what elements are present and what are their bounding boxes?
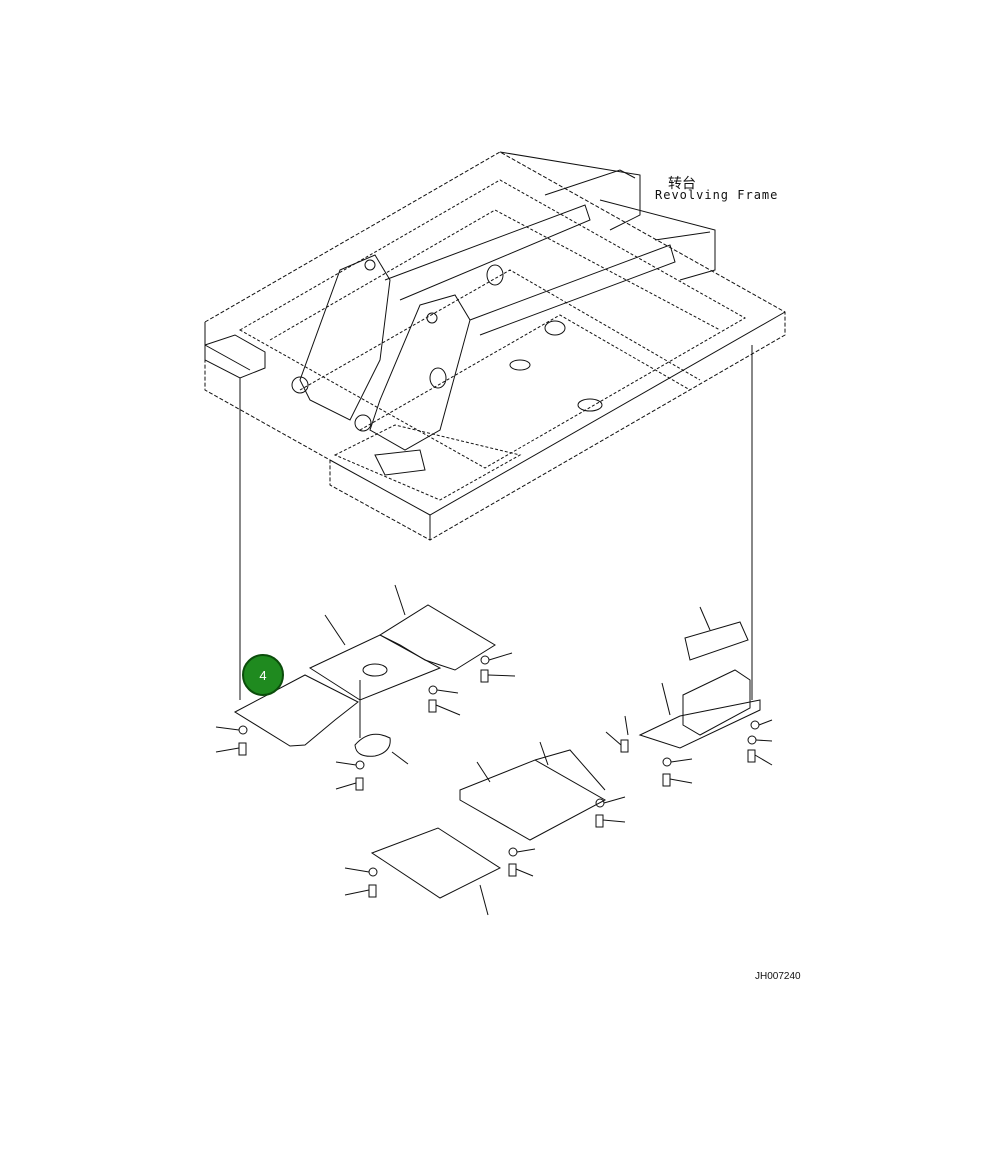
callout-4[interactable]: 4 <box>242 654 284 696</box>
frame-label-english: Revolving Frame <box>655 188 779 202</box>
bolts <box>215 652 773 898</box>
frame-label-chinese: 转台 <box>668 176 696 192</box>
revolving-frame <box>204 151 786 738</box>
under-covers <box>215 584 773 916</box>
drawing-number: JH007240 <box>755 971 801 982</box>
